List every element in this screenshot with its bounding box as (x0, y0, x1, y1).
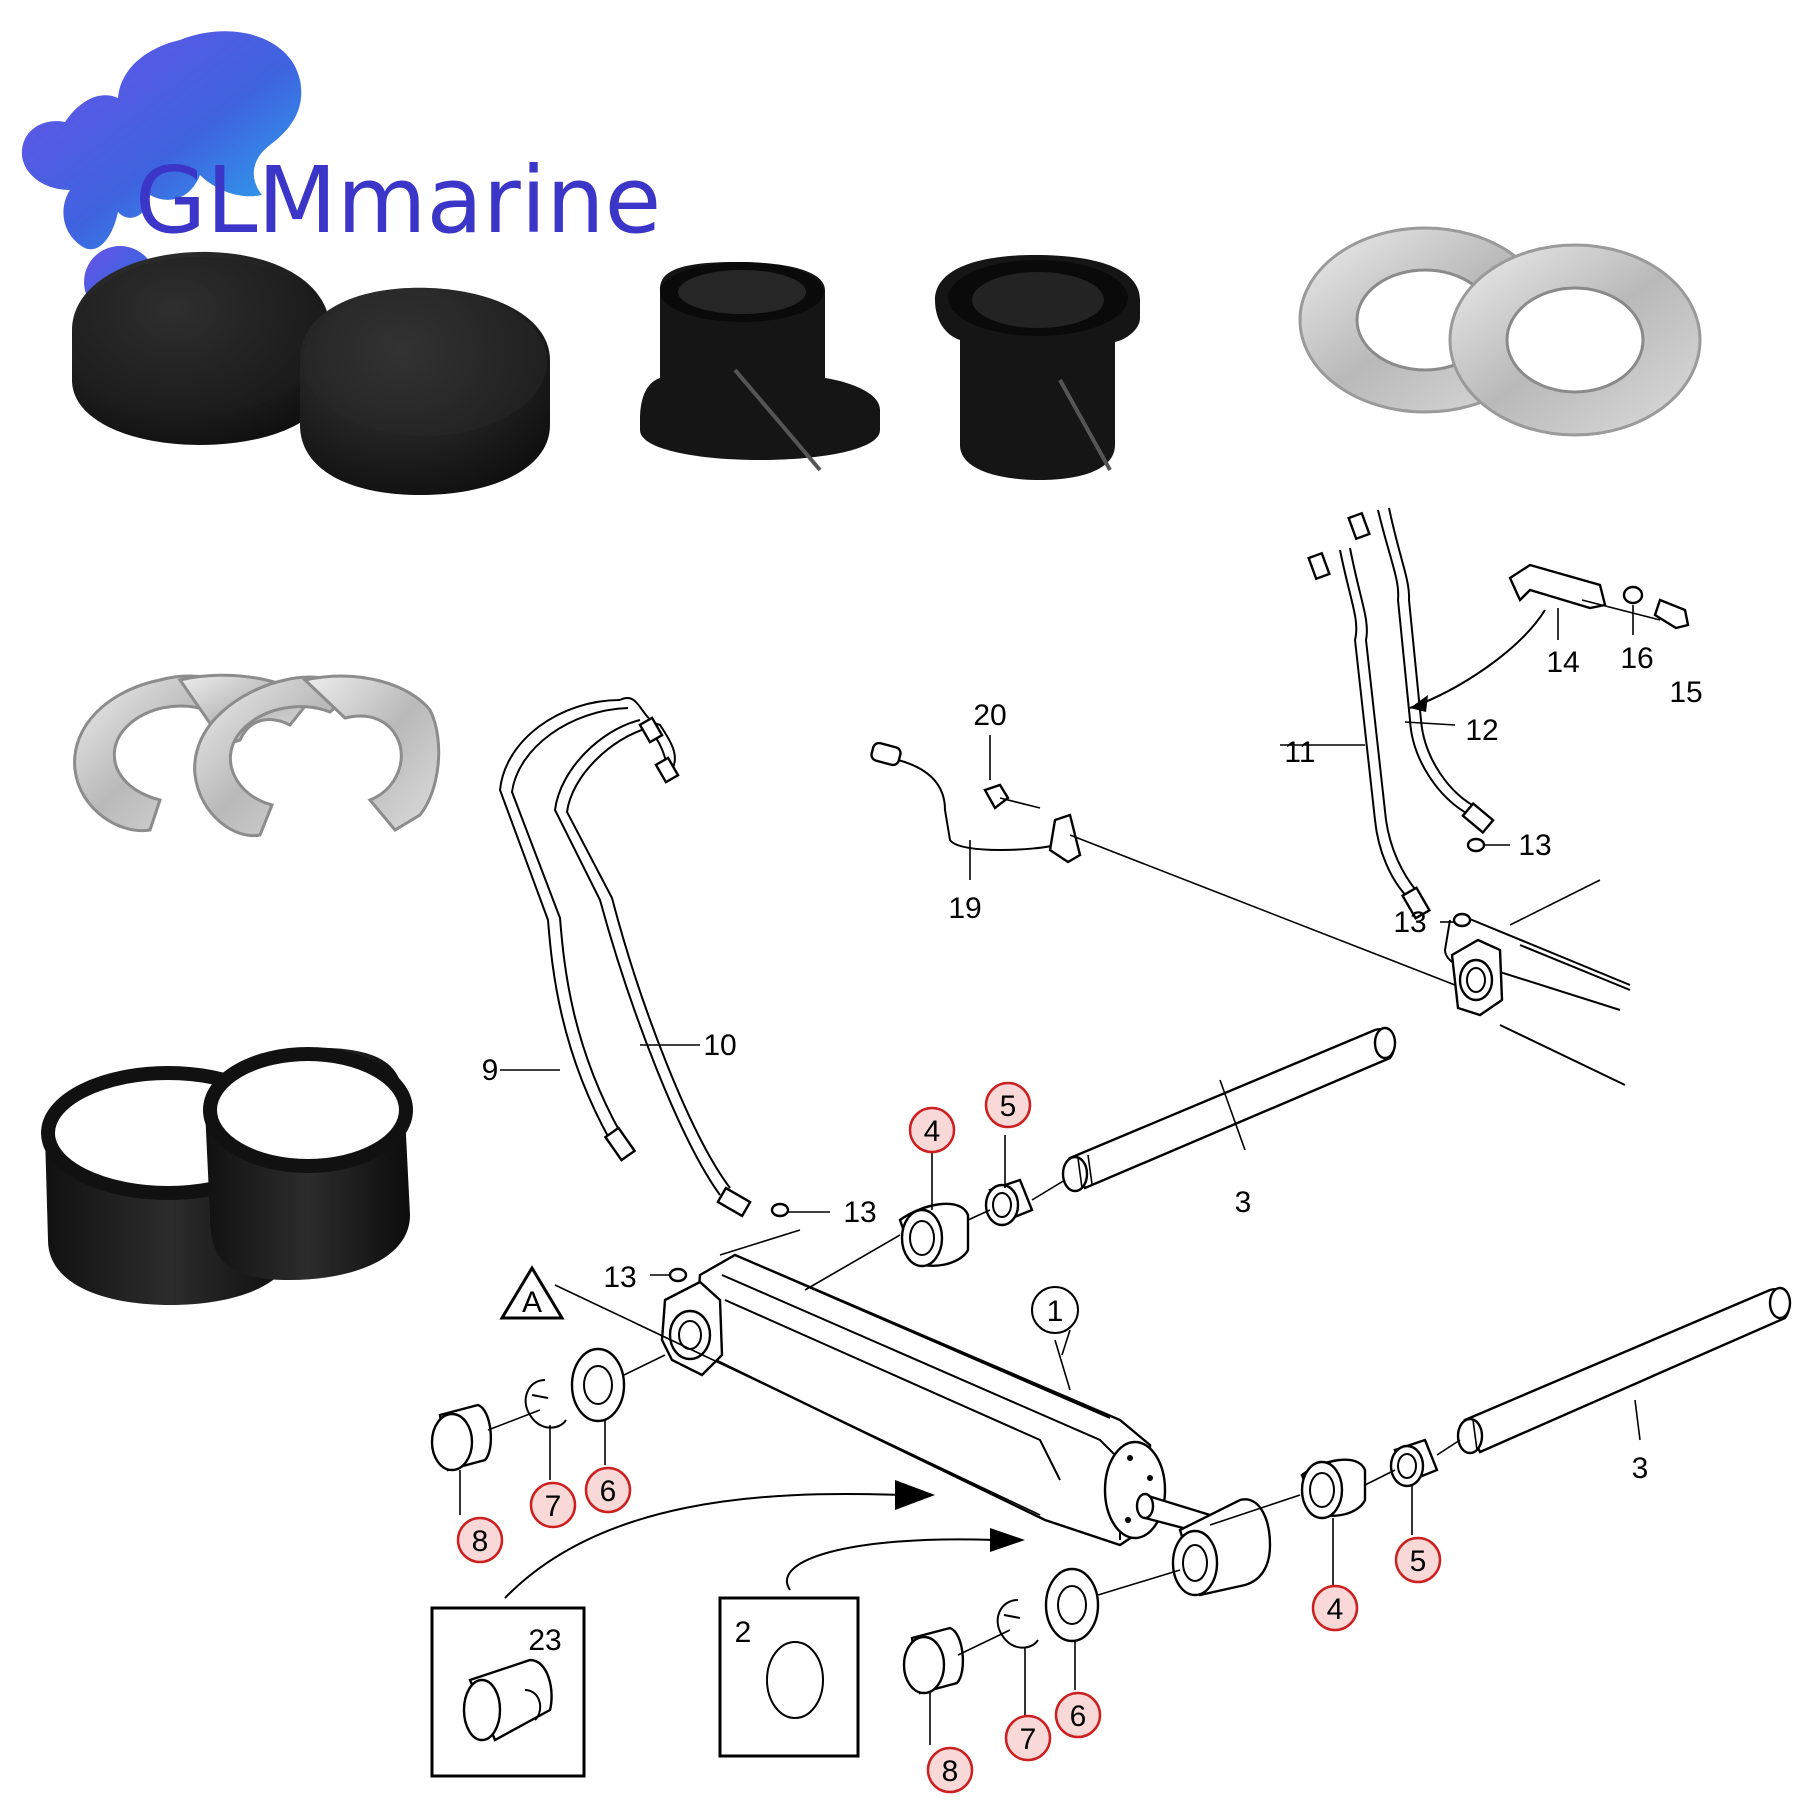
secondary-cylinder (1443, 914, 1631, 1086)
callout-2: 2 (735, 1616, 752, 1649)
cap-8-lower (902, 1626, 965, 1695)
clip-7-left (524, 1379, 567, 1429)
callout-20: 20 (973, 699, 1006, 732)
bushing-4-upper (898, 1202, 970, 1268)
rubber-rings-photo (41, 1047, 413, 1305)
leader-lines (459, 605, 1641, 1745)
callout-8-left: 8 (456, 1516, 504, 1564)
callout-3-upper: 3 (1235, 1186, 1252, 1219)
reference-marker (499, 1265, 565, 1320)
callout-12: 12 (1465, 714, 1498, 747)
bracket-assembly (1409, 563, 1690, 712)
end-caps-photo (72, 251, 550, 495)
main-cylinder (660, 1253, 1212, 1547)
svg-text:6: 6 (600, 1475, 617, 1508)
callout-7-left: 7 (529, 1481, 577, 1529)
callout-3-lower: 3 (1632, 1452, 1649, 1485)
callout-13-a: 13 (843, 1196, 876, 1229)
callout-1: 1 (1047, 1295, 1064, 1328)
callout-5-lower: 5 (1394, 1536, 1442, 1584)
callout-15: 15 (1669, 676, 1702, 709)
callout-23: 23 (528, 1624, 561, 1657)
callout-5-upper: 5 (984, 1081, 1032, 1129)
clip-7-lower (996, 1599, 1039, 1649)
cap-8-left (430, 1403, 493, 1472)
callout-10: 10 (703, 1029, 736, 1062)
alignment-lines (487, 1179, 1461, 1656)
callout-6-left: 6 (584, 1466, 632, 1514)
svg-text:8: 8 (942, 1755, 959, 1788)
bushings-photo (640, 255, 1140, 480)
washer-6-left (570, 1347, 626, 1423)
bushing-4-lower (1300, 1458, 1367, 1520)
svg-text:5: 5 (1410, 1545, 1427, 1578)
detail-box-2 (718, 1596, 860, 1758)
callout-13-d: 13 (1393, 906, 1426, 939)
logo-blob-icon (21, 31, 302, 250)
marker-a: A (522, 1286, 542, 1319)
highlighted-callouts: 4 5 4 5 6 7 8 (456, 1081, 1442, 1794)
callout-11: 11 (1284, 736, 1315, 769)
exploded-diagram: 1 2 3 3 9 10 11 12 13 13 13 13 14 15 16 … (430, 507, 1792, 1794)
detail-box-23 (430, 1606, 586, 1778)
brand-logo: GLMmarine (21, 31, 661, 318)
brand-name: GLMmarine (135, 147, 661, 254)
washer-5-lower (1389, 1438, 1439, 1488)
tube-3-lower (1456, 1286, 1792, 1455)
e-clips-photo (73, 673, 441, 838)
svg-text:6: 6 (1070, 1700, 1087, 1733)
washers-photo (1298, 226, 1702, 437)
callout-14: 14 (1546, 646, 1579, 679)
rod-bushing (1171, 1498, 1272, 1597)
washer-6-lower (1044, 1567, 1100, 1643)
o-rings (650, 837, 1601, 1283)
tube-3-upper (1061, 1026, 1397, 1193)
svg-text:8: 8 (472, 1525, 489, 1558)
callout-8-lower: 8 (926, 1746, 974, 1794)
callout-6-lower: 6 (1054, 1691, 1102, 1739)
hoses-11-12 (1280, 507, 1495, 920)
svg-text:7: 7 (1020, 1723, 1037, 1756)
callout-13-c: 13 (1518, 829, 1551, 862)
callout-4-lower: 4 (1311, 1584, 1359, 1632)
plain-callouts: 1 2 3 3 9 10 11 12 13 13 13 13 14 15 16 … (482, 642, 1703, 1657)
sensor-cable (870, 735, 1456, 986)
svg-text:7: 7 (545, 1490, 562, 1523)
svg-text:4: 4 (1327, 1593, 1344, 1626)
callout-19: 19 (948, 892, 981, 925)
callout-7-lower: 7 (1004, 1714, 1052, 1762)
callout-13-b: 13 (603, 1261, 636, 1294)
svg-text:5: 5 (1000, 1090, 1017, 1123)
hoses-9-10 (498, 697, 752, 1218)
callout-4-upper: 4 (908, 1106, 956, 1154)
callout-16: 16 (1620, 642, 1653, 675)
callout-9: 9 (482, 1054, 499, 1087)
svg-text:4: 4 (924, 1115, 941, 1148)
washer-5-upper (984, 1178, 1034, 1227)
